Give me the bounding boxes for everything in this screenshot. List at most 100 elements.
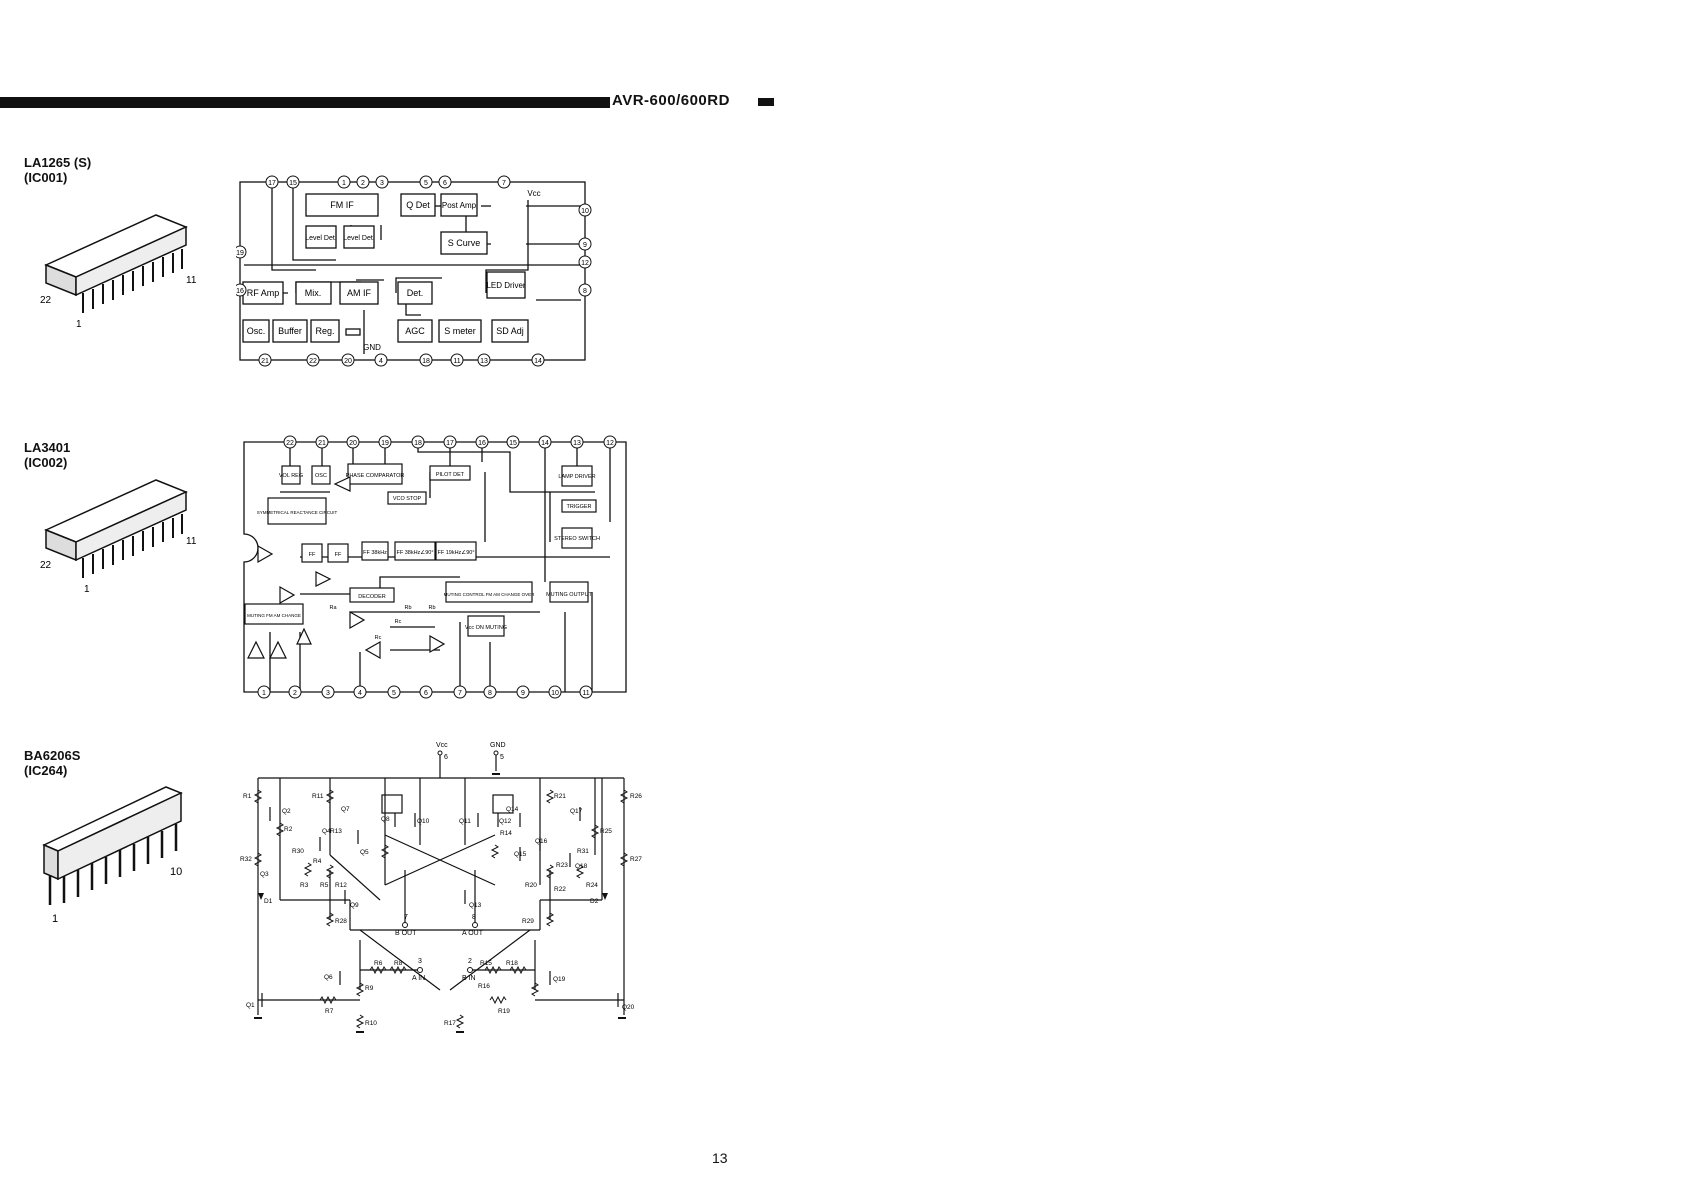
ic3-q10: Q10 <box>417 818 430 825</box>
ic3-pin-last: 10 <box>170 866 182 878</box>
ic3-q17: Q17 <box>570 808 583 815</box>
ic3-r31: R31 <box>577 848 589 855</box>
ic1-pin-bottom: 22 <box>309 358 317 365</box>
ic1-outline <box>239 181 586 361</box>
ic1-pin-top: 17 <box>268 180 276 187</box>
ic3-r2: R2 <box>284 826 293 833</box>
ic1-part: LA1265 (S) <box>24 155 92 170</box>
ic2-block-muting-change: MUTING FM AM CHANGE <box>247 613 301 618</box>
ic3-circuit: Vcc GND 6 5 7 B OUT 8 A OUT 3 A IN 2 B I… <box>240 742 642 1033</box>
model-title: AVR-600/600RD <box>612 92 730 109</box>
ic3-r13: R13 <box>330 828 342 835</box>
ic3-q13: Q13 <box>469 902 482 909</box>
ic1-block-det: Det. <box>407 288 424 298</box>
ic2-outline <box>243 441 627 693</box>
ic3-r9: R9 <box>365 985 374 992</box>
ic3-part: BA6206S <box>24 748 81 763</box>
ic1-block-agc: AGC <box>405 326 425 336</box>
ic3-r28: R28 <box>335 918 347 925</box>
ic1-pin-bottom: 18 <box>422 358 430 365</box>
ic3-ref: (IC264) <box>24 763 68 778</box>
ic1-block-reg: Reg. <box>315 326 334 336</box>
ic2-pin-bottom: 7 <box>458 690 462 697</box>
ic3-r14: R14 <box>500 830 512 837</box>
ic2-pin-bottom: 10 <box>551 690 559 697</box>
ic1-block-mix: Mix. <box>305 288 322 298</box>
ic3-a-out-pin: 8 <box>472 914 476 921</box>
ic3-q12: Q12 <box>499 818 512 825</box>
ic3-b-out-label: B OUT <box>395 930 417 937</box>
ic1-pin-top: 3 <box>380 180 384 187</box>
ic3-q15: Q15 <box>514 851 527 858</box>
ic3-b-out-pin: 7 <box>404 914 408 921</box>
ic1-block-rf-amp: RF Amp <box>247 288 280 298</box>
ic3-q16: Q16 <box>535 838 548 845</box>
ic2-pin-bottom: 5 <box>392 690 396 697</box>
ic1-block-osc: Osc. <box>247 326 266 336</box>
ic1-pin-right: 9 <box>583 242 587 249</box>
ic1-pin-corner: 22 <box>40 295 52 306</box>
ic3-a-out-label: A OUT <box>462 930 484 937</box>
ic3-q8: Q8 <box>381 816 390 823</box>
ic1-pin-bottom: 21 <box>261 358 269 365</box>
header-rule-tail <box>758 98 774 106</box>
ic2-pin-bottom: 3 <box>326 690 330 697</box>
ic3-r20: R20 <box>525 882 537 889</box>
ic1-ref: (IC001) <box>24 170 68 185</box>
ic2-pin-top: 17 <box>446 440 454 447</box>
ic3-r30: R30 <box>292 848 304 855</box>
ic3-a-in-label: A IN <box>412 975 425 982</box>
ic3-label: BA6206S (IC264) <box>24 748 80 778</box>
ic2-pin-first: 1 <box>84 584 90 595</box>
ic3-q6: Q6 <box>324 974 333 981</box>
ic3-r4: R4 <box>313 858 322 865</box>
ic1-block-fm-if: FM IF <box>330 200 354 210</box>
ic2-pin-last: 11 <box>186 536 196 547</box>
ic2-pin-bottom: 11 <box>582 690 589 697</box>
ic3-d1: D1 <box>264 898 273 905</box>
ic3-q7: Q7 <box>341 806 350 813</box>
header-rule <box>0 97 610 108</box>
ic2-pin-top: 20 <box>349 440 357 447</box>
ic3-q9: Q9 <box>350 902 359 909</box>
ic3-vcc-label: Vcc <box>436 742 448 749</box>
ic1-pin-bottom: 14 <box>534 358 542 365</box>
ic2-pin-top: 18 <box>414 440 422 447</box>
ic2-resistor-ra: Ra <box>329 605 337 611</box>
ic2-block-ff1: FF <box>309 552 316 558</box>
ic2-pin-top: 16 <box>478 440 486 447</box>
ic1-pin-top: 2 <box>361 180 365 187</box>
ic1-block-s-curve: S Curve <box>448 238 481 248</box>
ic2-package-image: 1 11 22 <box>40 479 196 595</box>
ic1-pin-top: 1 <box>342 180 346 187</box>
ic3-r8: R8 <box>394 960 403 967</box>
ic1-block-buffer: Buffer <box>278 326 302 336</box>
ic2-pin-bottom: 1 <box>262 690 266 697</box>
ic2-block-vol-reg: VOL REG <box>279 473 303 479</box>
ic3-q2: Q2 <box>282 808 291 815</box>
ic2-block-ff-38k-90: FF 38kHz∠90° <box>396 549 433 556</box>
ic2-resistor-rc2: Rc <box>375 635 382 641</box>
ic2-pin-bottom: 8 <box>488 690 492 697</box>
ic2-pin-top: 12 <box>606 440 614 447</box>
ic1-pin-left: 16 <box>236 288 244 295</box>
ic1-pin-bottom: 4 <box>379 358 383 365</box>
ic1-pin-bottom: 11 <box>453 358 460 365</box>
ic2-resistor-rb1: Rb <box>404 605 411 611</box>
ic2-block-ff2: FF <box>335 552 342 558</box>
ic3-r27: R27 <box>630 856 642 863</box>
ic2-block-ff-38k: FF 38kHz <box>363 550 387 556</box>
ic2-resistor-rb2: Rb <box>428 605 435 611</box>
ic2-block-phase-comparator: PHASE COMPARATOR <box>346 473 405 479</box>
ic2-block-osc: OSC <box>315 473 327 479</box>
ic1-pin-top: 7 <box>502 180 506 187</box>
ic1-pin-last: 11 <box>186 275 196 286</box>
ic1-block-post-amp: Post Amp <box>442 201 477 210</box>
ic2-pin-corner: 22 <box>40 560 52 571</box>
ic3-q1: Q1 <box>246 1002 255 1009</box>
ic3-q5: Q5 <box>360 849 369 856</box>
ic3-a-in-pin: 3 <box>418 958 422 965</box>
ic2-pin-top: 21 <box>318 440 326 447</box>
ic1-pin-first: 1 <box>76 319 82 330</box>
ic3-gnd-pin: 5 <box>500 754 504 761</box>
